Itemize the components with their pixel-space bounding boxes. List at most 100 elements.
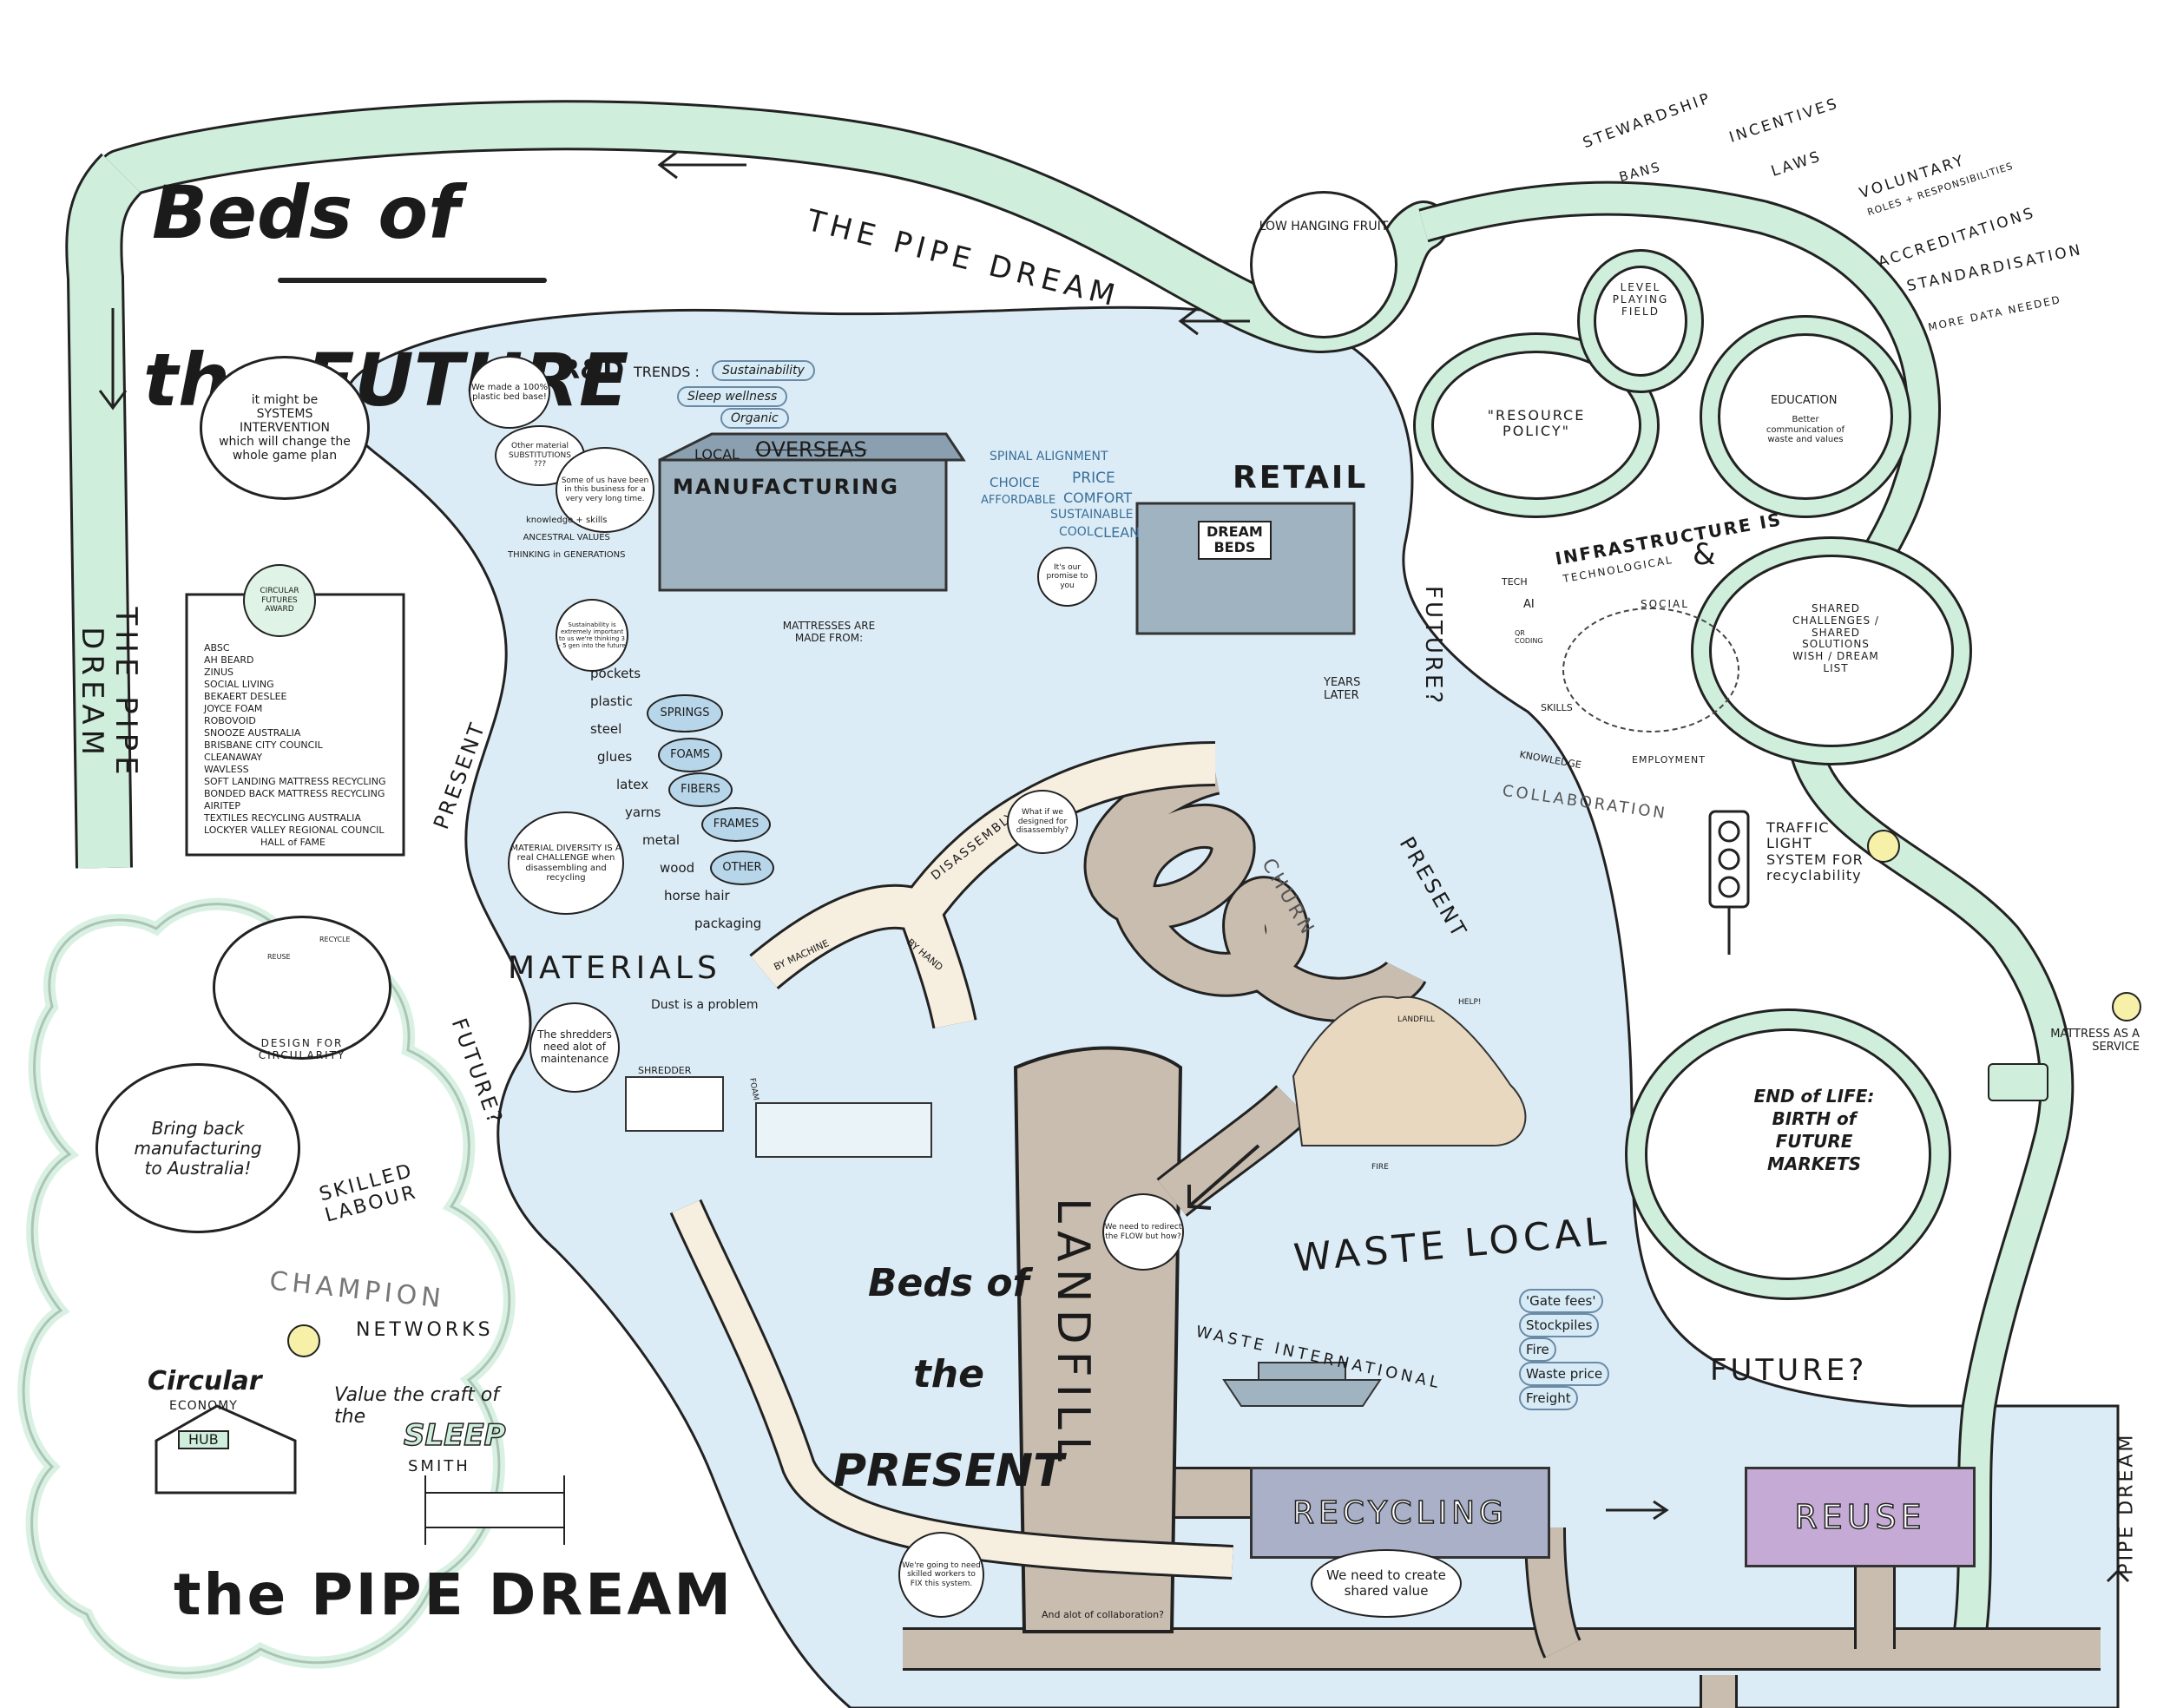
group-other: OTHER [710, 851, 774, 885]
retail-word-clean: CLEAN [1094, 525, 1140, 541]
manufacturing-local: LOCAL [694, 447, 740, 463]
dust-problem-label: Dust is a problem [651, 998, 758, 1012]
issue-waste-price: Waste price [1519, 1362, 1609, 1386]
list-item: ROBOVOID [204, 715, 386, 727]
list-item: SNOOZE AUSTRALIA [204, 727, 386, 739]
shared-value-bubble: We need to create shared value [1311, 1549, 1462, 1618]
list-item: LOCKYER VALLEY REGIONAL COUNCIL [204, 824, 386, 837]
present-title-line3: PRESENT [833, 1444, 1064, 1498]
rd-speech-plastic-base: We made a 100% plastic bed base! [469, 356, 550, 429]
trend-sleep-wellness: Sleep wellness [677, 386, 787, 407]
retail-word-spinal: SPINAL ALIGNMENT [990, 450, 1108, 463]
landfill-tip-label: LANDFILL [1397, 1015, 1435, 1024]
manufacturing-overseas: OVERSEAS [755, 438, 867, 463]
issue-freight: Freight [1519, 1386, 1578, 1410]
issue-gate-fees: 'Gate fees' [1519, 1289, 1603, 1313]
list-item: ZINUS [204, 667, 386, 679]
manufacturing-label: MANUFACTURING [673, 476, 899, 500]
bring-back-manufacturing-bubble: Bring back manufacturing to Australia! [95, 1063, 300, 1233]
retail-word-affordable: AFFORDABLE [981, 495, 1055, 508]
present-title-line1: Beds of [833, 1261, 1064, 1307]
recycling-label: RECYCLING [1292, 1495, 1508, 1531]
infra-spiral [1562, 608, 1739, 732]
infra-tech: TECH [1502, 577, 1528, 588]
systems-intervention-bubble: it might be SYSTEMS INTERVENTION which w… [200, 356, 370, 500]
dream-beds-sign: DREAM BEDS [1198, 521, 1272, 560]
reuse-label: REUSE [1794, 1498, 1925, 1536]
retail-word-comfort: COMFORT [1063, 490, 1132, 506]
list-item: SOFT LANDING MATTRESS RECYCLING [204, 776, 386, 788]
infra-employment: EMPLOYMENT [1632, 755, 1706, 766]
help-label: HELP! [1458, 998, 1482, 1007]
collaboration-question: And alot of collaboration? [1042, 1610, 1164, 1621]
resource-policy-label: "RESOURCE POLICY" [1476, 408, 1597, 440]
title-underline [278, 278, 547, 283]
pipe-left-label: THE PIPE DREAM [75, 537, 142, 850]
infra-qr: QR CODING [1515, 629, 1549, 645]
recycle-mini-label: RECYCLE [319, 936, 351, 943]
hub-title: Circular [148, 1367, 262, 1397]
materials-made-from: MATTRESSES ARE MADE FROM: [773, 621, 885, 645]
future-right-label: FUTURE? [1419, 586, 1445, 706]
infra-ai: AI [1523, 599, 1535, 612]
list-item: ABSC [204, 642, 386, 654]
list-item: AH BEARD [204, 654, 386, 667]
education-label: EDUCATION [1771, 395, 1837, 408]
rd-label: R&D [560, 356, 624, 386]
list-item: pockets [590, 660, 761, 687]
group-foams: FOAMS [658, 738, 722, 772]
group-springs: SPRINGS [647, 694, 723, 732]
design-for-disassembly-bubble: What if we designed for disassembly? [1007, 790, 1078, 854]
retail-label: RETAIL [1233, 460, 1368, 496]
group-fibers: FIBERS [668, 772, 733, 807]
list-item: SOCIAL LIVING [204, 679, 386, 691]
waste-issues: 'Gate fees' Stockpiles Fire Waste price … [1519, 1289, 1609, 1410]
list-item: packaging [694, 910, 761, 937]
list-item: BRISBANE CITY COUNCIL [204, 739, 386, 752]
list-item: BONDED BACK MATTRESS RECYCLING [204, 788, 386, 800]
present-title-line2: the [833, 1352, 1064, 1398]
hall-of-fame-footer: HALL of FAME [260, 838, 326, 849]
infrastructure-amp: & [1693, 538, 1716, 572]
traffic-light-label: TRAFFIC LIGHT SYSTEM FOR recyclability [1766, 820, 1871, 884]
low-hanging-fruit-circle: LOW HANGING FRUIT [1250, 191, 1397, 338]
retail-word-choice: CHOICE [990, 476, 1040, 490]
skilled-workers-bubble: We're going to need skilled workers to F… [898, 1532, 984, 1618]
recycling-box: RECYCLING [1250, 1467, 1550, 1559]
hub-label: HUB [178, 1430, 229, 1449]
education-sub: Better communication of waste and values [1762, 415, 1849, 445]
list-item: JOYCE FOAM [204, 703, 386, 715]
networks-label: NETWORKS [356, 1319, 494, 1341]
retail-word-price: PRICE [1072, 470, 1115, 488]
rd-notes: knowledge + skills ANCESTRAL VALUES THIN… [508, 512, 626, 564]
landfill-label: LANDFILL [1046, 1198, 1098, 1562]
end-of-life-label: END of LIFE: BIRTH of FUTURE MARKETS [1736, 1085, 1892, 1175]
list-item: horse hair [664, 882, 761, 910]
delivery-van-icon [1988, 1063, 2048, 1101]
level-playing-field-label: LEVEL PLAYING FIELD [1610, 282, 1671, 318]
group-frames: FRAMES [701, 807, 771, 842]
shredder-machine [625, 1076, 724, 1132]
cargo-ship [1224, 1380, 1380, 1406]
list-item: CLEANAWAY [204, 752, 386, 764]
trend-sustainability: Sustainability [712, 360, 815, 381]
reuse-box: REUSE [1745, 1467, 1976, 1567]
smith-label: SMITH [408, 1458, 470, 1476]
hall-of-fame-list: ABSC AH BEARD ZINUS SOCIAL LIVING BEKAER… [204, 642, 386, 837]
retail-promise-bubble: It's our promise to you [1037, 547, 1097, 607]
issue-fire: Fire [1519, 1337, 1556, 1362]
present-title: Beds of the PRESENT [833, 1215, 1064, 1544]
retail-word-cool: COOL [1059, 525, 1094, 539]
sorting-table [755, 1102, 932, 1158]
reuse-mini-label: REUSE [267, 953, 291, 961]
shared-challenges-label: SHARED CHALLENGES / SHARED SOLUTIONS WIS… [1779, 603, 1892, 675]
title-line1: Beds of [152, 171, 628, 255]
redirect-flow-bubble: We need to redirect the FLOW but how? [1102, 1193, 1184, 1271]
mattress-as-service-label: MATTRESS AS A SERVICE [2027, 1028, 2140, 1054]
future-bottom-label: FUTURE? [1710, 1354, 1867, 1388]
list-item: TEXTILES RECYCLING AUSTRALIA [204, 812, 386, 824]
infra-skills: SKILLS [1541, 703, 1573, 714]
design-for-circularity-circle: DESIGN FOR CIRCULARITY REUSE RECYCLE [213, 916, 391, 1060]
list-item: AIRITEP [204, 800, 386, 812]
pipe-dream-bottom-label: the PIPE DREAM [174, 1562, 733, 1628]
